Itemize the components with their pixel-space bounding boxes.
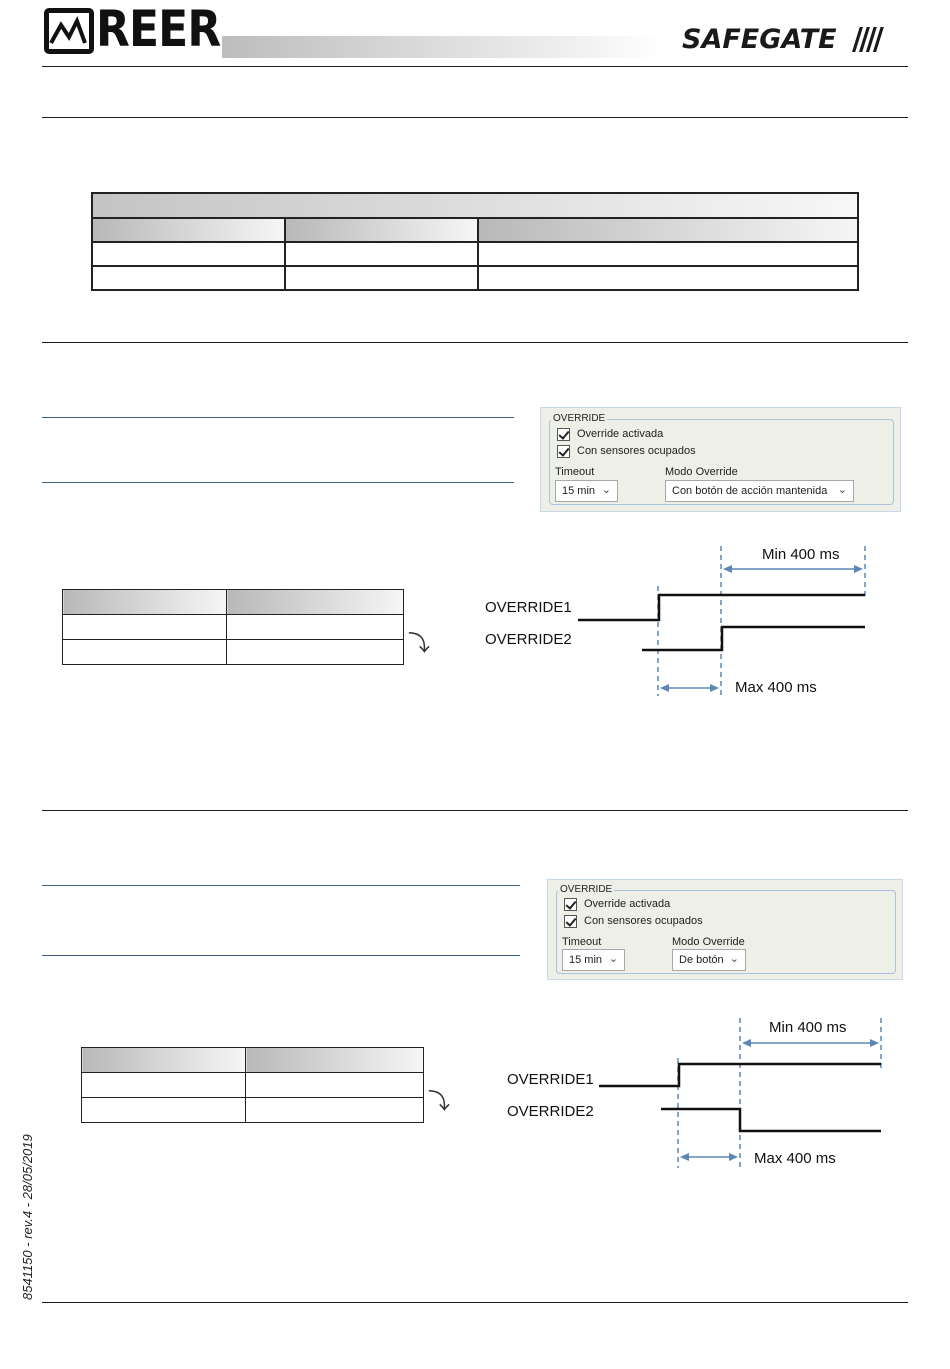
signal-override2-label: OVERRIDE2 <box>507 1103 594 1120</box>
min-interval-label: Min 400 ms <box>769 1019 847 1036</box>
subsection-rule-bottom <box>42 482 514 483</box>
table-row <box>62 639 404 665</box>
timeout-value: 15 min <box>569 954 603 966</box>
table-title-cell <box>91 192 859 219</box>
table-cell <box>91 265 286 291</box>
table-header-cell <box>245 1047 424 1073</box>
timeout-label: Timeout <box>562 936 602 948</box>
document-revision-note: 8541150 - rev.4 - 28/05/2019 <box>20 1134 35 1300</box>
table-cell <box>284 265 479 291</box>
occupied-sensors-checkbox[interactable] <box>557 445 570 458</box>
signal-override1-trace <box>599 1062 881 1088</box>
table-cell <box>81 1097 246 1123</box>
override-mode-select[interactable]: De botón ⌄ <box>672 949 746 971</box>
section-rule-3 <box>42 810 908 811</box>
section-rule-2 <box>42 342 908 343</box>
timeout-select[interactable]: 15 min ⌄ <box>562 949 625 971</box>
timing-diagram-1: Min 400 ms Max 400 ms OVERRIDE1 OVERRIDE… <box>485 546 866 696</box>
timeout-select[interactable]: 15 min ⌄ <box>555 480 618 502</box>
sequence-arrow-icon: ⤵ <box>428 1090 451 1115</box>
table-row <box>81 1072 424 1098</box>
override-panel: OVERRIDE Override activada Con sensores … <box>547 879 903 980</box>
override-enabled-checkbox[interactable] <box>557 428 570 441</box>
override-group-frame <box>549 419 894 505</box>
occupied-sensors-checkbox[interactable] <box>564 915 577 928</box>
section-rule-1 <box>42 117 908 118</box>
override-enabled-label: Override activada <box>584 898 671 910</box>
timeout-label: Timeout <box>555 466 595 478</box>
table-row <box>81 1097 424 1123</box>
timeout-value: 15 min <box>562 485 596 497</box>
table-row <box>91 192 859 219</box>
signal-override2-trace <box>661 1107 881 1133</box>
table-cell <box>477 265 859 291</box>
override-group-legend: OVERRIDE <box>558 884 615 895</box>
timing-diagram-2: Min 400 ms Max 400 ms OVERRIDE1 OVERRIDE… <box>507 1018 882 1168</box>
table-header-cell <box>62 589 227 615</box>
table-cell <box>91 241 286 267</box>
min-interval-label: Min 400 ms <box>762 546 840 563</box>
table-row <box>91 217 859 243</box>
params-table <box>91 192 859 291</box>
chevron-down-icon: ⌄ <box>837 484 847 496</box>
signal-override1-label: OVERRIDE1 <box>507 1071 594 1088</box>
table-header-cell <box>477 217 859 243</box>
override-mode-label: Modo Override <box>672 936 745 948</box>
signal-override2-trace <box>642 625 865 652</box>
table-header-cell <box>226 589 404 615</box>
table-cell <box>226 614 404 640</box>
chevron-down-icon: ⌄ <box>601 484 611 496</box>
signal-override1-trace <box>578 593 865 622</box>
override-mode-value: De botón <box>679 954 724 966</box>
table-cell <box>284 241 479 267</box>
table-header-cell <box>284 217 479 243</box>
sequence-table-2 <box>81 1047 424 1123</box>
table-row <box>62 589 404 615</box>
sequence-arrow-icon: ⤵ <box>408 632 431 657</box>
override-panel: OVERRIDE Override activada Con sensores … <box>540 407 901 512</box>
subsection-rule-bottom <box>42 955 520 956</box>
table-row <box>91 241 859 267</box>
brand-name: SAFEGATE <box>682 24 837 55</box>
logo-icon <box>44 8 94 54</box>
footer-rule <box>42 1302 908 1303</box>
occupied-sensors-label: Con sensores ocupados <box>584 915 703 927</box>
override-enabled-label: Override activada <box>577 428 664 440</box>
override-mode-select[interactable]: Con botón de acción mantenida ⌄ <box>665 480 854 502</box>
override-mode-label: Modo Override <box>665 466 738 478</box>
max-interval-label: Max 400 ms <box>754 1150 836 1167</box>
table-cell <box>81 1072 246 1098</box>
table-cell <box>226 639 404 665</box>
override-group-legend: OVERRIDE <box>551 413 608 424</box>
chevron-down-icon: ⌄ <box>729 953 739 965</box>
brand-mark: //// <box>852 22 884 57</box>
table-cell <box>245 1072 424 1098</box>
override-enabled-checkbox[interactable] <box>564 898 577 911</box>
signal-override2-label: OVERRIDE2 <box>485 631 572 648</box>
table-row <box>62 614 404 640</box>
override-mode-value: Con botón de acción mantenida <box>672 485 828 497</box>
occupied-sensors-label: Con sensores ocupados <box>577 445 696 457</box>
subsection-rule-top <box>42 417 514 418</box>
table-cell <box>62 614 227 640</box>
table-row <box>81 1047 424 1073</box>
signal-override1-label: OVERRIDE1 <box>485 599 572 616</box>
sequence-table-1 <box>62 589 404 665</box>
table-cell <box>245 1097 424 1123</box>
logo-text: REER <box>96 0 221 58</box>
subsection-rule-top <box>42 885 520 886</box>
table-header-cell <box>91 217 286 243</box>
header-rule <box>42 66 908 67</box>
table-cell <box>477 241 859 267</box>
table-row <box>91 265 859 291</box>
header-gradient-bar <box>222 36 662 58</box>
table-header-cell <box>81 1047 246 1073</box>
max-interval-label: Max 400 ms <box>735 679 817 696</box>
chevron-down-icon: ⌄ <box>608 953 618 965</box>
table-cell <box>62 639 227 665</box>
override-group-frame <box>556 890 896 974</box>
